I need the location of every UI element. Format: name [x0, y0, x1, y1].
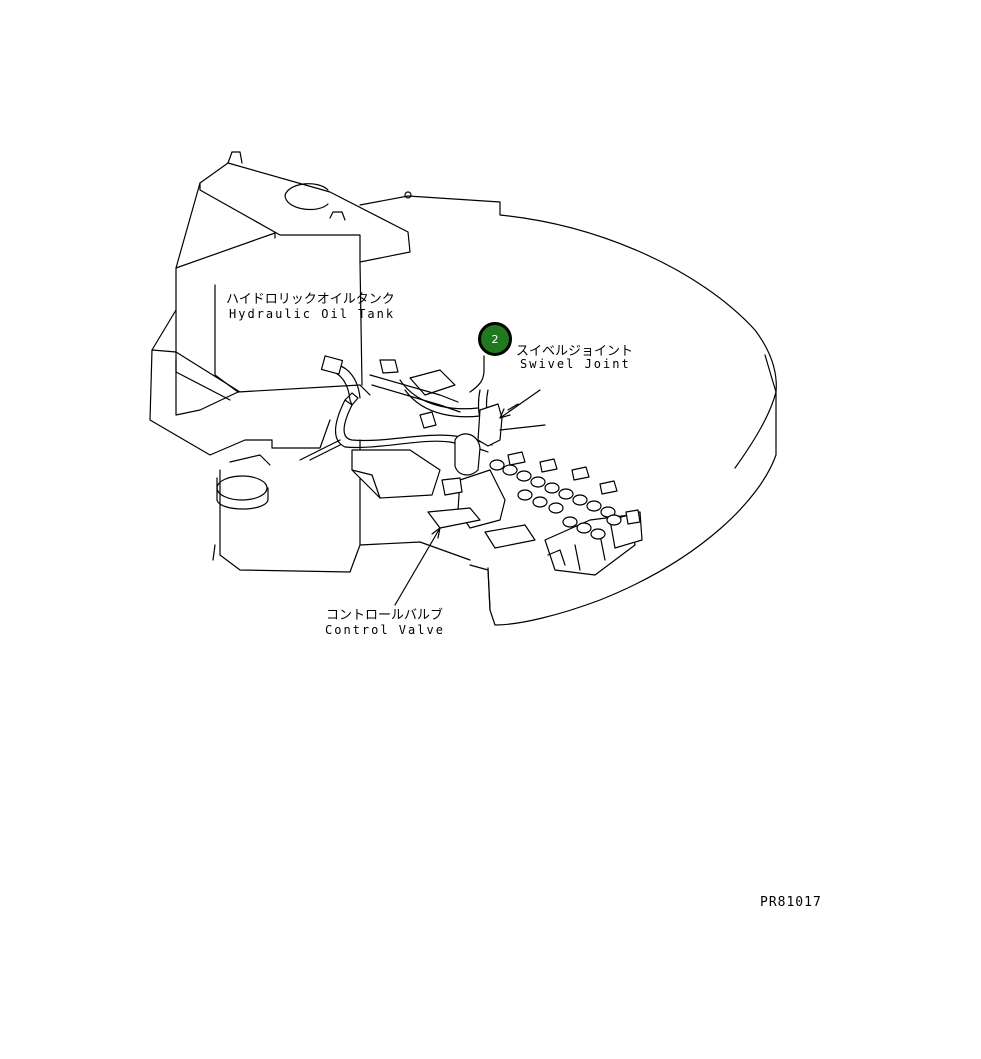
valve-spools [489, 451, 641, 540]
leader-swivel-joint [499, 389, 541, 419]
swivel-joint-label-jp: スイベルジョイント [516, 344, 634, 359]
control-valve-label-en: Control Valve [325, 623, 445, 637]
leader-control-valve [394, 527, 441, 606]
callout-number-2: 2 [478, 322, 512, 356]
hydraulic-hoses [320, 355, 493, 453]
frame-body [149, 309, 491, 611]
hydraulic-tank-shape [175, 151, 411, 416]
revolving-frame [359, 195, 777, 626]
figure-id: PR81017 [760, 895, 822, 910]
hydraulic-tank-label-en: Hydraulic Oil Tank [229, 307, 396, 321]
swivel-joint-label-en: Swivel Joint [520, 357, 631, 371]
control-valve-label-jp: コントロールバルブ [326, 608, 444, 623]
callout-number-text: 2 [491, 332, 499, 346]
valve-assembly [351, 403, 643, 576]
hydraulic-tank-label-jp: ハイドロリックオイルタンク [226, 292, 395, 307]
